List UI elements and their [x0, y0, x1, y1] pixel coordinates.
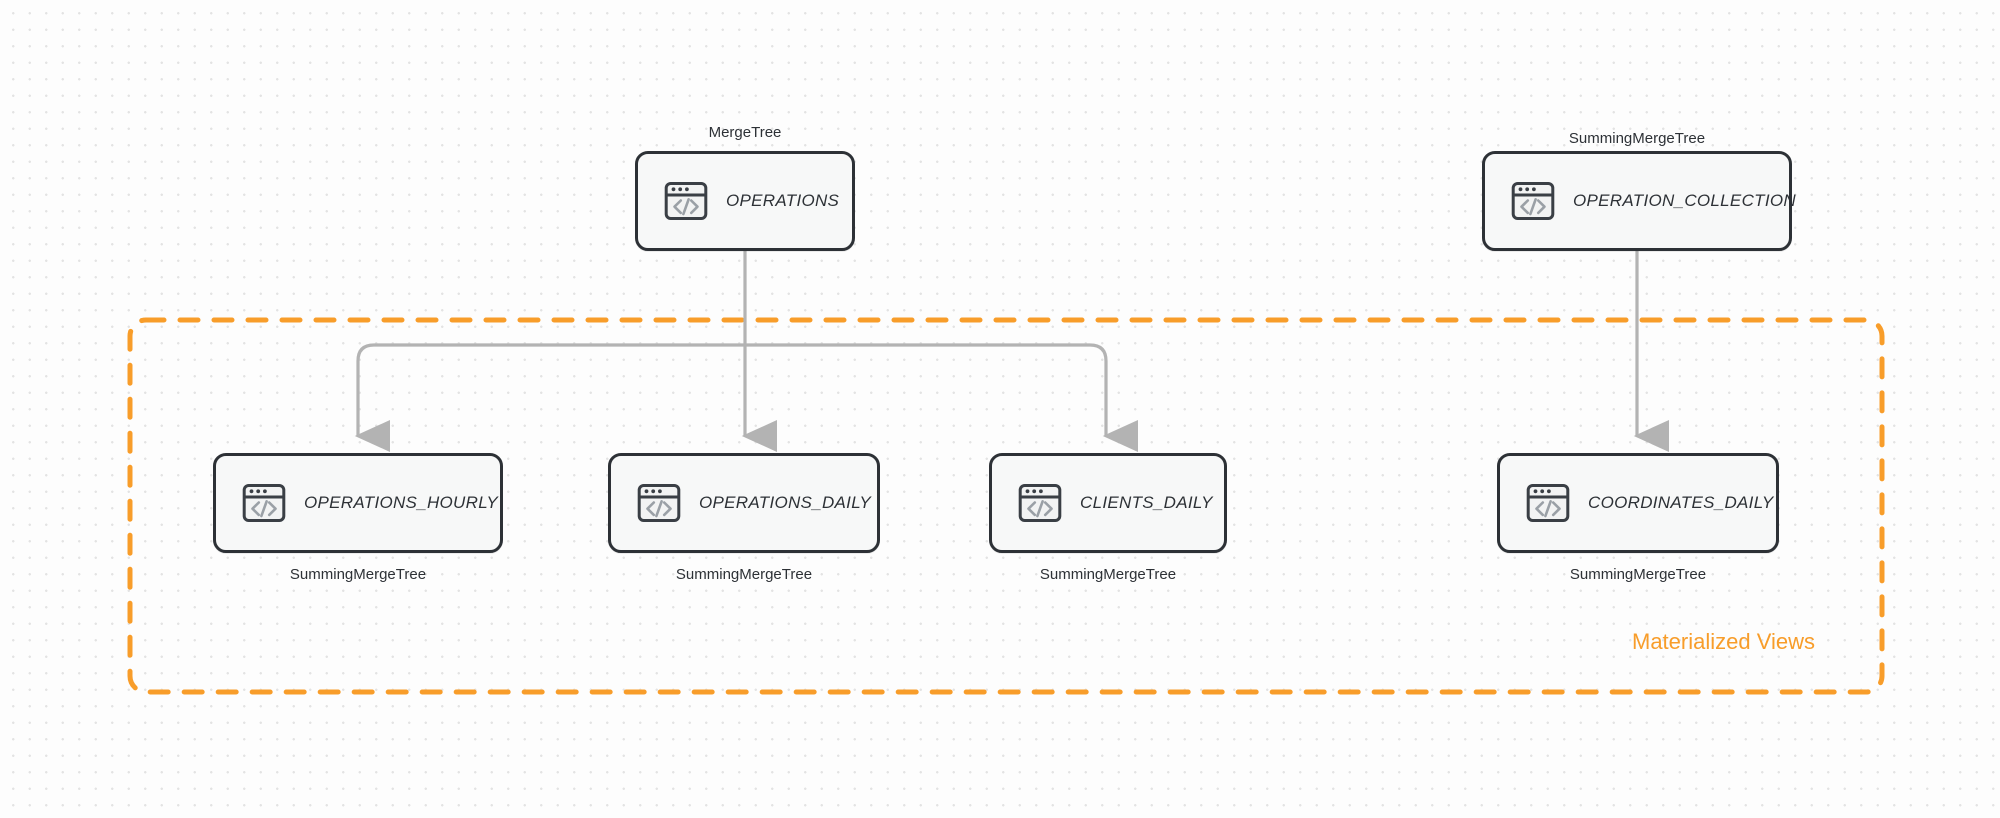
engine-label-clients-daily: SummingMergeTree: [1039, 566, 1177, 583]
node-operations[interactable]: OPERATIONS: [635, 151, 855, 251]
engine-label-operations-hourly: SummingMergeTree: [289, 566, 427, 583]
node-operations-label: OPERATIONS: [726, 191, 840, 210]
engine-label-operation-collection: SummingMergeTree: [1568, 130, 1706, 147]
node-operation-collection-label: OPERATION_COLLECTION: [1573, 191, 1796, 210]
code-window-icon: [242, 481, 286, 525]
node-operation-collection[interactable]: OPERATION_COLLECTION: [1482, 151, 1796, 251]
code-window-icon: [1526, 481, 1570, 525]
code-window-icon: [1511, 179, 1555, 223]
node-operations-hourly[interactable]: OPERATIONS_HOURLY: [213, 453, 503, 553]
engine-label-coordinates-daily: SummingMergeTree: [1569, 566, 1707, 583]
edge-operations-to-clients-daily: [745, 343, 1138, 452]
engine-label-operations: MergeTree: [708, 124, 782, 141]
engine-label-operations-daily: SummingMergeTree: [675, 566, 813, 583]
node-coordinates-daily-label: COORDINATES_DAILY: [1588, 493, 1774, 512]
node-clients-daily[interactable]: CLIENTS_DAILY: [989, 453, 1227, 553]
node-operations-daily[interactable]: OPERATIONS_DAILY: [608, 453, 880, 553]
code-window-icon: [664, 179, 708, 223]
node-coordinates-daily[interactable]: COORDINATES_DAILY: [1497, 453, 1779, 553]
edge-operations-to-operations-hourly: [354, 343, 745, 452]
node-operations-hourly-label: OPERATIONS_HOURLY: [304, 493, 499, 512]
code-window-icon: [1018, 481, 1062, 525]
code-window-icon: [637, 481, 681, 525]
node-clients-daily-label: CLIENTS_DAILY: [1080, 493, 1213, 512]
materialized-views-group-caption: Materialized Views: [1632, 629, 1816, 654]
node-operations-daily-label: OPERATIONS_DAILY: [699, 493, 872, 512]
